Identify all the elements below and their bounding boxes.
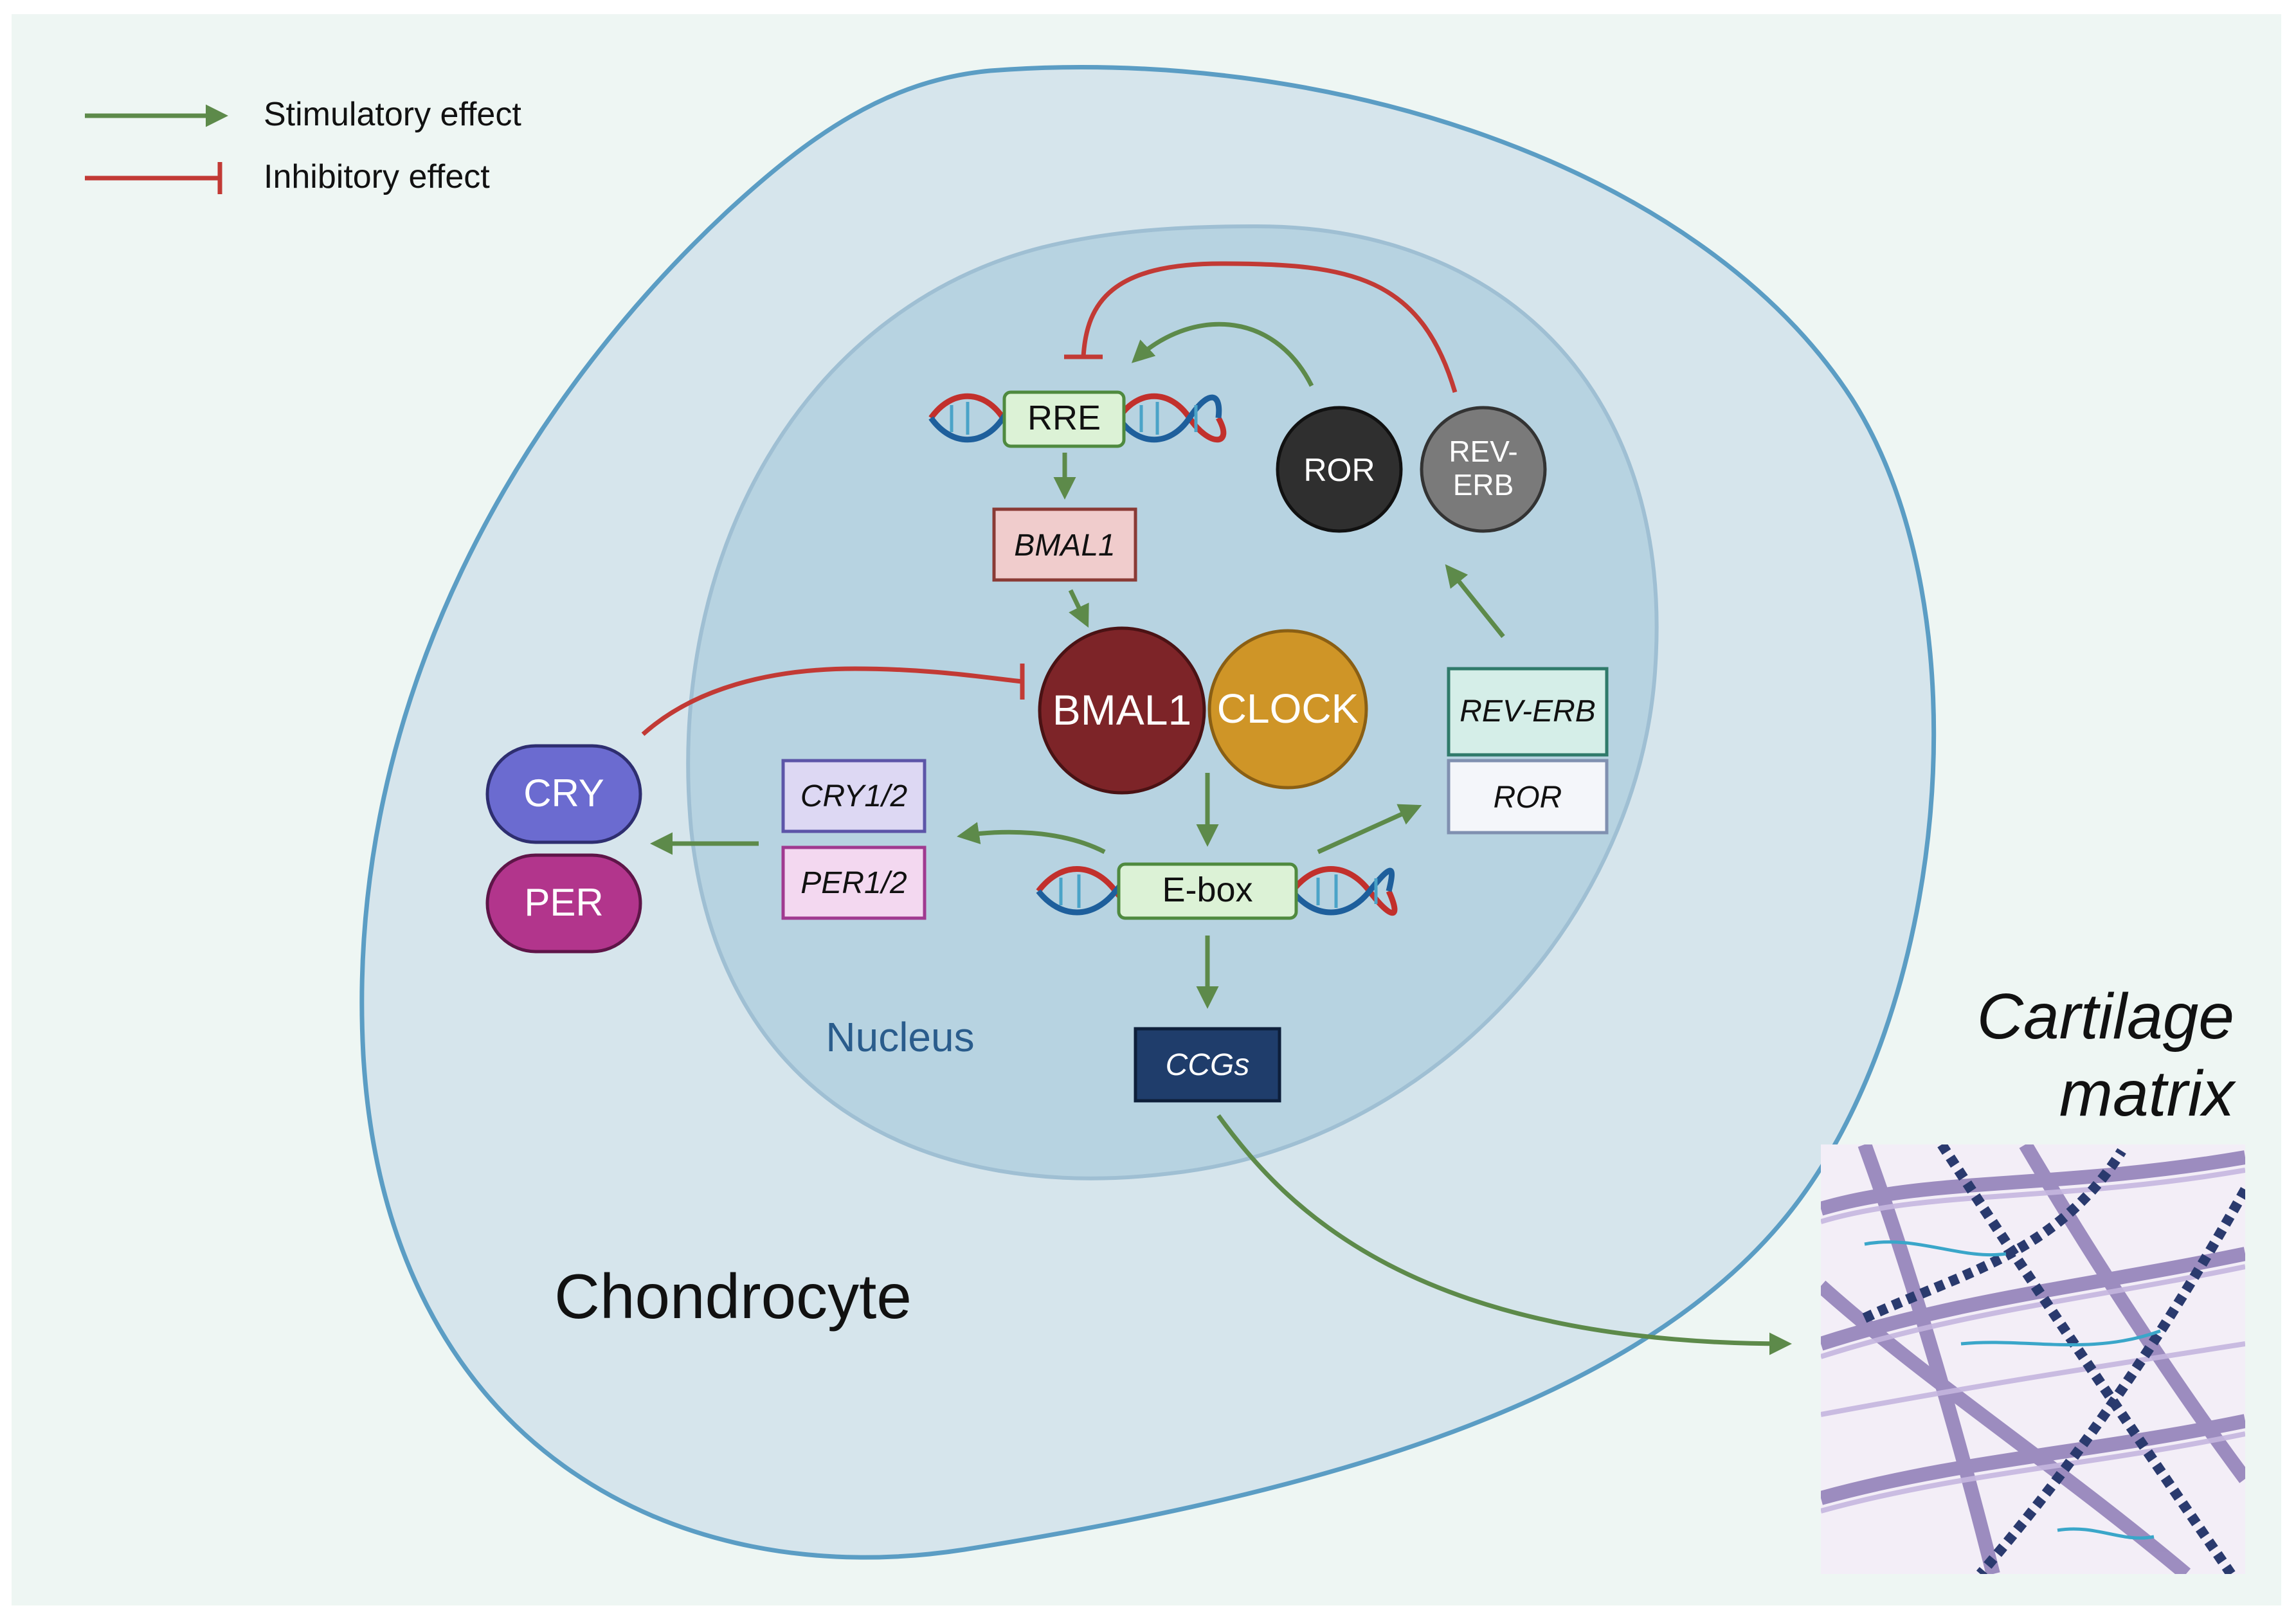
stimulatory-arrows (650, 321, 1792, 1355)
legend: Stimulatory effect Inhibitory effect (85, 96, 521, 195)
rre-box (1002, 390, 1126, 448)
bmal1-protein (1038, 626, 1206, 795)
clock-protein (1207, 629, 1368, 790)
reverb-gene-label: REV-ERB (1460, 694, 1596, 728)
arrow-ebox-to-cry-per-genes (957, 822, 1106, 855)
inhibit-cry-per-to-bmal1-clock (641, 666, 1023, 736)
reverb-gene-box (1447, 667, 1609, 757)
ror-gene-label: ROR (1494, 781, 1562, 815)
ror-protein (1276, 406, 1403, 533)
cry-protein (485, 744, 642, 844)
per12-gene-label: PER1/2 (800, 866, 907, 900)
ccgs-gene-label: CCGs (1166, 1048, 1250, 1082)
chondrocyte-label: Chondrocyte (554, 1261, 912, 1332)
per-protein-label: PER (524, 881, 603, 924)
ebox-label: E-box (1162, 871, 1252, 909)
cartilage-matrix-image (1821, 1144, 2245, 1574)
ebox-box (1117, 862, 1298, 920)
arrow-genes-to-ror-reverb-proteins (1445, 564, 1505, 638)
arrow-ror-to-rre (1131, 321, 1314, 387)
arrow-ccgs-to-cartilage-matrix (1216, 1114, 1792, 1355)
cry12-gene-label: CRY1/2 (800, 779, 907, 813)
cartilage-matrix-label-line2: matrix (2059, 1058, 2236, 1130)
bmal1-gene-label: BMAL1 (1014, 529, 1115, 563)
ror-gene-box (1447, 759, 1609, 835)
stimulatory-legend-label: Stimulatory effect (264, 96, 521, 133)
per12-gene-box (781, 846, 927, 920)
reverb-protein (1420, 406, 1547, 533)
bmal1-protein-label: BMAL1 (1053, 686, 1191, 734)
rre-label: RRE (1027, 399, 1101, 437)
ror-protein-label: ROR (1303, 452, 1375, 488)
cry-protein-label: CRY (523, 772, 604, 815)
inhibitory-legend-label: Inhibitory effect (264, 158, 490, 195)
reverb-protein-label-line2: ERB (1453, 468, 1514, 502)
cry12-gene-box (781, 759, 927, 833)
reverb-protein-label-line1: REV- (1449, 435, 1517, 468)
nucleus-label: Nucleus (826, 1014, 974, 1060)
bmal1-gene-box (992, 507, 1137, 582)
arrow-ebox-to-reverb-ror-genes (1317, 804, 1422, 855)
per-protein (485, 853, 642, 954)
inhibit-reverb-to-rre (1081, 261, 1458, 393)
arrow-bmal1-gene-to-protein (1068, 589, 1089, 628)
inhibitory-arrows (641, 261, 1458, 736)
cartilage-matrix-label-line1: Cartilage (1977, 981, 2234, 1053)
ccgs-gene-box (1134, 1027, 1281, 1103)
clock-protein-label: CLOCK (1217, 685, 1359, 732)
